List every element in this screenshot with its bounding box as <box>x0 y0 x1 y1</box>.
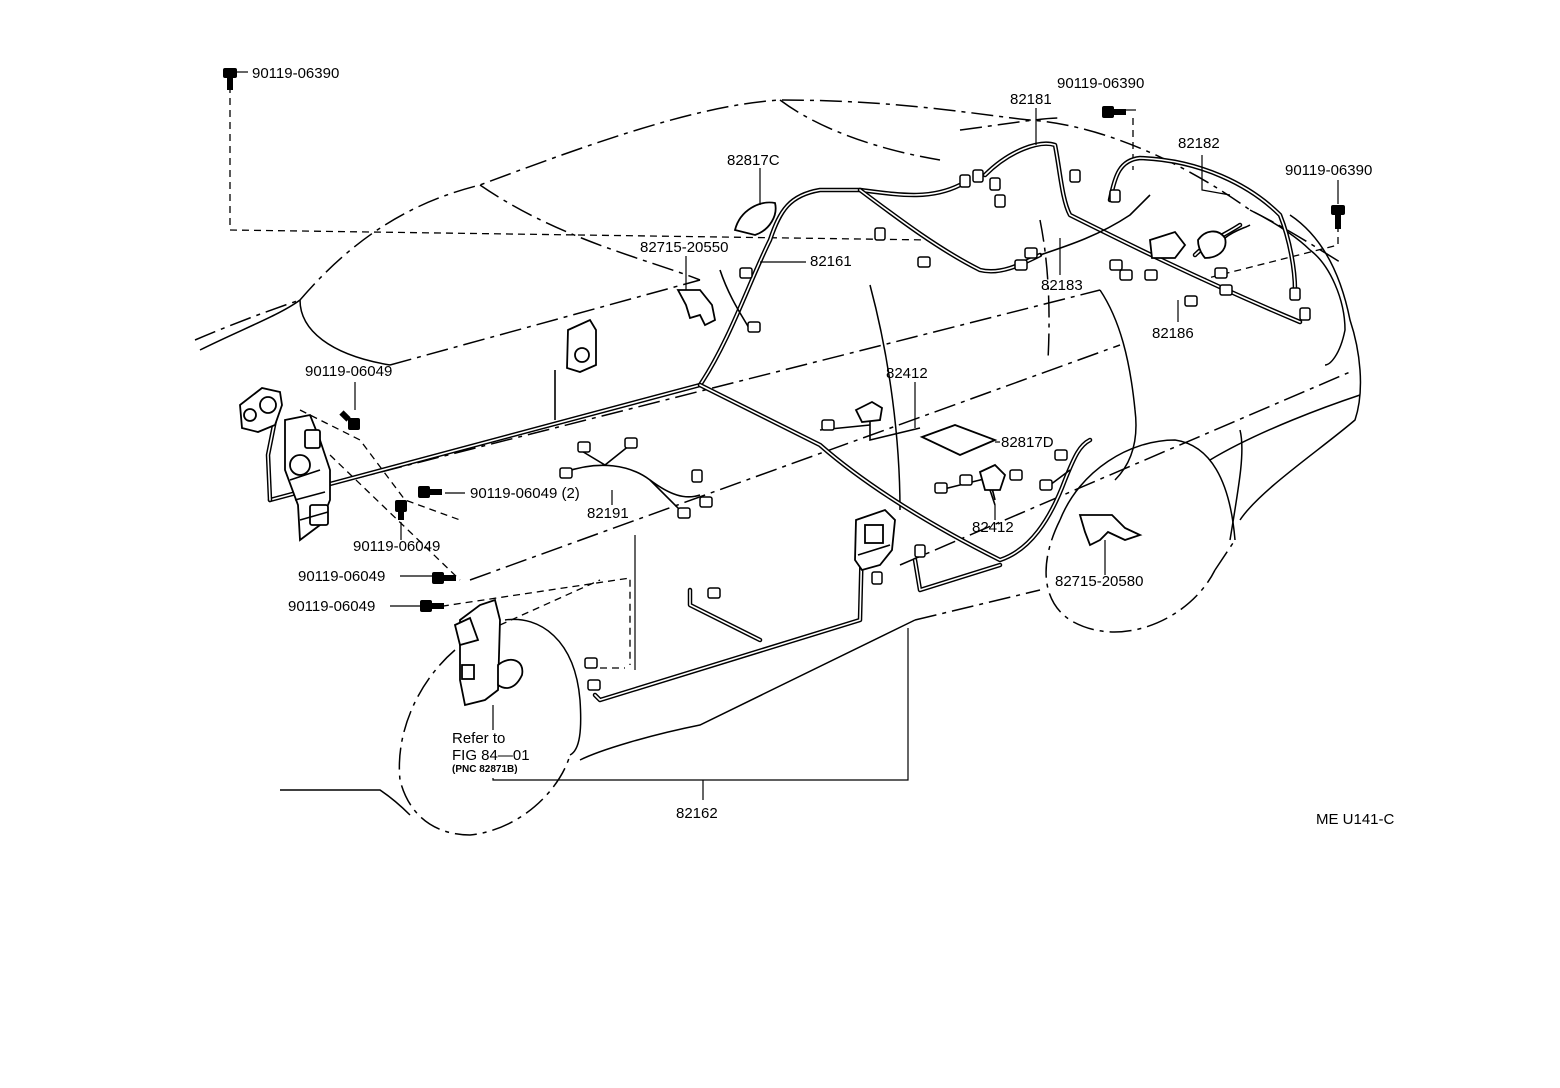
wire-harnesses <box>265 141 1303 703</box>
label-refer-line3: (PNC 82871B) <box>452 764 518 775</box>
label-bolt-06049-e: 90119-06049 <box>288 598 375 615</box>
rear-connector-cluster-part <box>1149 224 1251 259</box>
retractor-front-part <box>453 598 524 707</box>
label-sensor-82412-lower: 82412 <box>972 519 1014 536</box>
mounting-guide-lines <box>229 86 1339 669</box>
label-sensor-82412-upper: 82412 <box>886 365 928 382</box>
part-labels: 90119-06390 82181 90119-06390 82182 9011… <box>252 65 1395 828</box>
bolt-06390-mid <box>1102 106 1126 118</box>
label-wire-82183: 82183 <box>1041 277 1083 294</box>
label-bolt-06390-right: 90119-06390 <box>1285 162 1372 179</box>
bolt-06049-e <box>420 600 444 612</box>
retractor-center-part <box>854 508 896 572</box>
label-refer-line2: FIG 84—01 <box>452 747 530 764</box>
label-pad-82817d: 82817D <box>1001 434 1054 451</box>
door-lock-assembly-part <box>239 387 331 542</box>
bolt-06049-a <box>339 410 360 430</box>
label-wire-82162: 82162 <box>676 805 718 822</box>
leader-lines <box>237 71 1339 800</box>
label-bolt-06390-top: 90119-06390 <box>252 65 339 82</box>
bolt-06390-right <box>1331 205 1345 229</box>
connectors <box>559 169 1311 691</box>
bolt-06049-d <box>432 572 456 584</box>
label-bolt-06049-b: 90119-06049 (2) <box>470 485 580 502</box>
label-bolt-06049-c: 90119-06049 <box>353 538 440 555</box>
label-wire-82191: 82191 <box>587 505 629 522</box>
sensor-82412-lower-part <box>978 463 1007 506</box>
label-wire-82186: 82186 <box>1152 325 1194 342</box>
pad-82817c-part <box>733 201 777 236</box>
label-bracket-82715-20580: 82715-20580 <box>1055 573 1143 590</box>
label-bracket-82715-20550: 82715-20550 <box>640 239 728 256</box>
car-body-outline <box>194 99 1362 836</box>
label-refer-line1: Refer to <box>452 730 505 747</box>
label-bolt-06049-a: 90119-06049 <box>305 363 392 380</box>
retractor-upper-part <box>566 318 597 373</box>
bolt-06049-b <box>418 486 442 498</box>
pad-82817d-part <box>919 424 998 456</box>
sensor-82412-upper-part <box>854 400 883 423</box>
label-pad-82817c: 82817C <box>727 152 780 169</box>
diagram-code: ME U141-C <box>1316 811 1395 828</box>
label-bolt-06049-d: 90119-06049 <box>298 568 385 585</box>
label-wire-82181: 82181 <box>1010 91 1052 108</box>
label-bolt-06390-mid: 90119-06390 <box>1057 75 1144 92</box>
parts <box>239 201 1251 707</box>
bracket-82715-20550-part <box>676 289 717 327</box>
bolt-06049-c <box>395 500 407 520</box>
bolts <box>223 68 1345 612</box>
label-wire-82182: 82182 <box>1178 135 1220 152</box>
label-wire-82161: 82161 <box>810 253 852 270</box>
bolt-06390-top <box>223 68 237 90</box>
bracket-82715-20580-part <box>1078 514 1143 547</box>
